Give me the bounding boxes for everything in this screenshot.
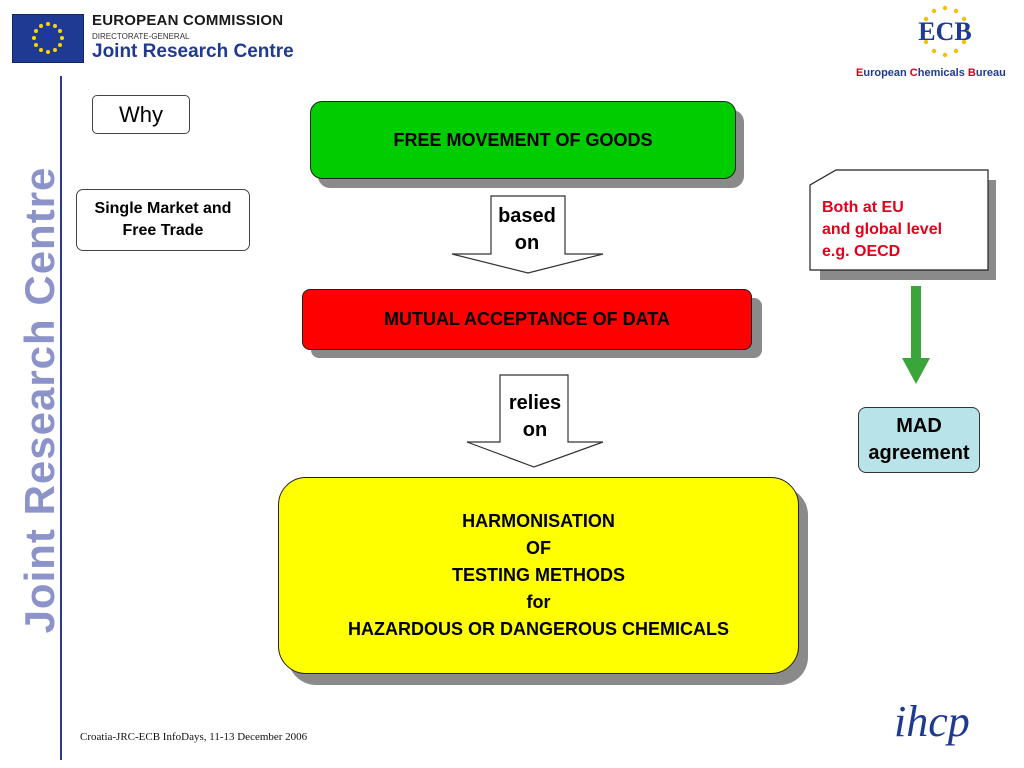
eu-global-note: Both at EU and global level e.g. OECD: [822, 199, 943, 260]
sidebar-vertical-title: Joint Research Centre: [16, 166, 63, 634]
relies-on-label: relies on: [508, 392, 562, 441]
down-arrow-icon: [466, 374, 604, 468]
eu-flag-logo: [12, 14, 84, 63]
commission-title: EUROPEAN COMMISSION: [92, 12, 284, 29]
ecb-logo-icon: ECB: [918, 5, 972, 58]
ihcp-logo-icon: ihcp: [894, 697, 970, 746]
jrc-header-title: Joint Research Centre: [92, 41, 294, 62]
eu-stars-icon: [32, 22, 64, 54]
down-arrow-icon: [451, 195, 604, 274]
mutual-acceptance-box: MUTUAL ACCEPTANCE OF DATA: [302, 289, 752, 350]
svg-text:ECB: ECB: [918, 17, 971, 46]
mad-agreement-box: MAD agreement: [858, 407, 980, 473]
sidebar-divider: [60, 76, 62, 760]
directorate-label: DIRECTORATE-GENERAL: [92, 32, 190, 41]
based-on-label: based on: [498, 205, 556, 254]
ecb-caption: European Chemicals Bureau: [856, 67, 1006, 79]
green-down-arrow-icon: [902, 286, 930, 384]
free-movement-box: FREE MOVEMENT OF GOODS: [310, 101, 736, 179]
why-label: Why: [92, 95, 190, 134]
harmonisation-box: HARMONISATION OF TESTING METHODS for HAZ…: [278, 477, 799, 674]
svg-text:ihcp: ihcp: [894, 697, 970, 746]
note-card-icon: [809, 169, 996, 280]
single-market-label: Single Market and Free Trade: [76, 189, 250, 251]
footer-text: Croatia-JRC-ECB InfoDays, 11-13 December…: [80, 731, 308, 743]
